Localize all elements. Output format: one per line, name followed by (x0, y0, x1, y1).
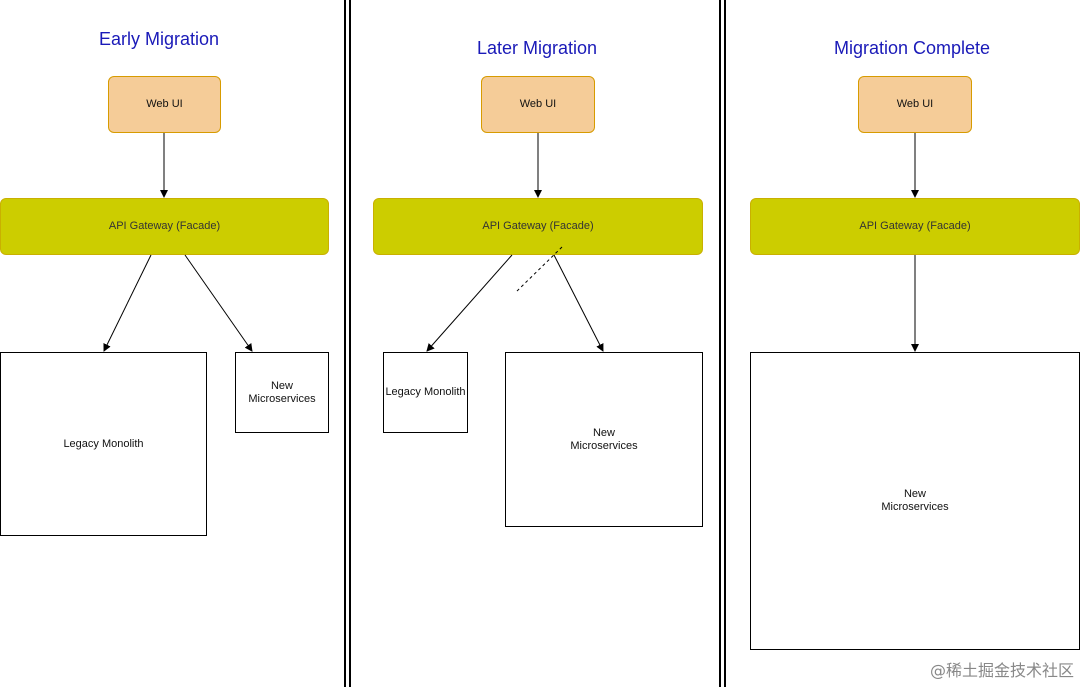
web-ui-label: Web UI (519, 98, 557, 110)
web-ui-label: Web UI (146, 98, 183, 110)
panel-title-later-migration: Later Migration (476, 38, 598, 58)
new-microservices-label: New Microservices (570, 426, 638, 452)
api-gateway-node: API Gateway (Facade) (750, 198, 1080, 255)
arrow-gateway-to-services (184, 254, 253, 352)
legacy-monolith-node: Legacy Monolith (383, 352, 468, 433)
new-microservices-label: New Microservices (881, 488, 949, 513)
new-microservices-node: New Microservices (235, 352, 329, 433)
watermark: @稀土掘金技术社区 (929, 661, 1074, 680)
api-gateway-node: API Gateway (Facade) (0, 198, 329, 255)
panel-divider-right-inner (724, 0, 726, 687)
new-microservices-node: New Microservices (505, 352, 703, 527)
panel-divider-right (719, 0, 721, 687)
panel-divider-left (344, 0, 346, 687)
arrow-gateway-to-services (553, 254, 604, 352)
new-microservices-label: New Microservices (248, 379, 316, 405)
api-gateway-node: API Gateway (Facade) (373, 198, 703, 255)
legacy-monolith-label: Legacy Monolith (63, 437, 144, 450)
api-gateway-label: API Gateway (Facade) (859, 220, 971, 232)
legacy-monolith-label: Legacy Monolith (385, 386, 466, 398)
new-microservices-node: New Microservices (750, 352, 1080, 650)
web-ui-node: Web UI (108, 76, 221, 133)
api-gateway-label: API Gateway (Facade) (482, 220, 594, 232)
panel-divider-left-inner (349, 0, 351, 687)
legacy-monolith-node: Legacy Monolith (0, 352, 207, 536)
dashed-cut-line (515, 246, 563, 293)
api-gateway-label: API Gateway (Facade) (108, 220, 221, 232)
web-ui-node: Web UI (858, 76, 972, 133)
arrow-gateway-to-legacy (426, 254, 513, 352)
web-ui-node: Web UI (481, 76, 595, 133)
web-ui-label: Web UI (896, 98, 934, 110)
panel-title-migration-complete: Migration Complete (833, 38, 991, 58)
arrow-gateway-to-legacy (103, 254, 152, 352)
panel-title-early-migration: Early Migration (98, 29, 220, 49)
